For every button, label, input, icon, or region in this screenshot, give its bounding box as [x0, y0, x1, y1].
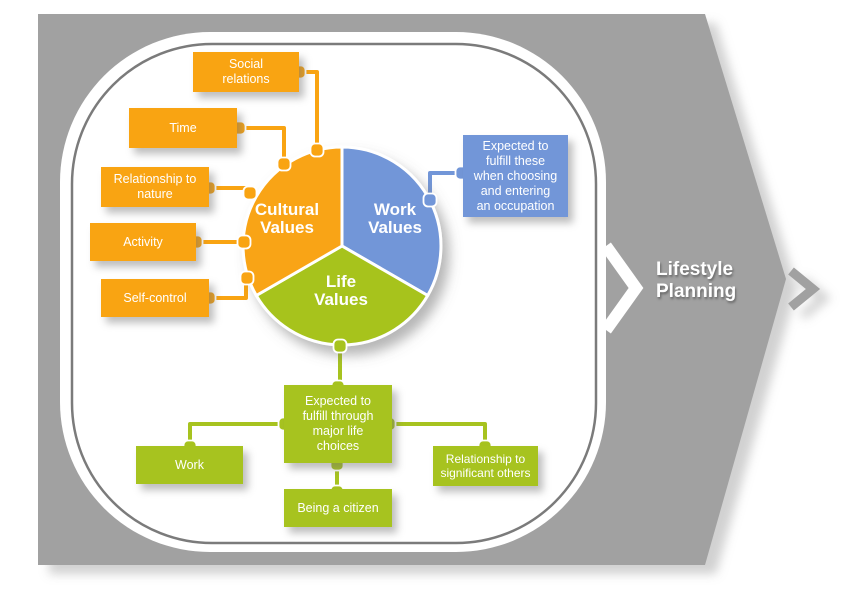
lifestyle-planning-label: Lifestyle Planning	[656, 259, 737, 302]
callout-relationship-to-significant-others: Relationship to significant others	[433, 446, 538, 486]
connector-time	[237, 126, 286, 166]
callout-work: Work	[136, 446, 243, 484]
callout-activity: Activity	[90, 223, 196, 261]
connector-self-control	[207, 278, 248, 300]
callout-life-values-expectation: Expected to fulfill through major life c…	[284, 385, 392, 463]
callout-time: Time	[129, 108, 237, 148]
connector-work	[188, 422, 287, 449]
connector-relationship-significant	[387, 422, 487, 449]
connector-work-expectation	[428, 171, 464, 200]
arrow-tip-chevron-icon	[788, 267, 821, 311]
container-exit-chevron-icon	[601, 242, 644, 334]
callout-social-relations: Social relations	[193, 52, 299, 92]
values-pie	[241, 145, 443, 347]
callout-self-control: Self-control	[101, 279, 209, 317]
callout-relationship-to-nature: Relationship to nature	[101, 167, 209, 207]
callout-work-values-expectation: Expected to fulfill these when choosing …	[463, 135, 568, 217]
callout-being-a-citizen: Being a citizen	[284, 489, 392, 527]
